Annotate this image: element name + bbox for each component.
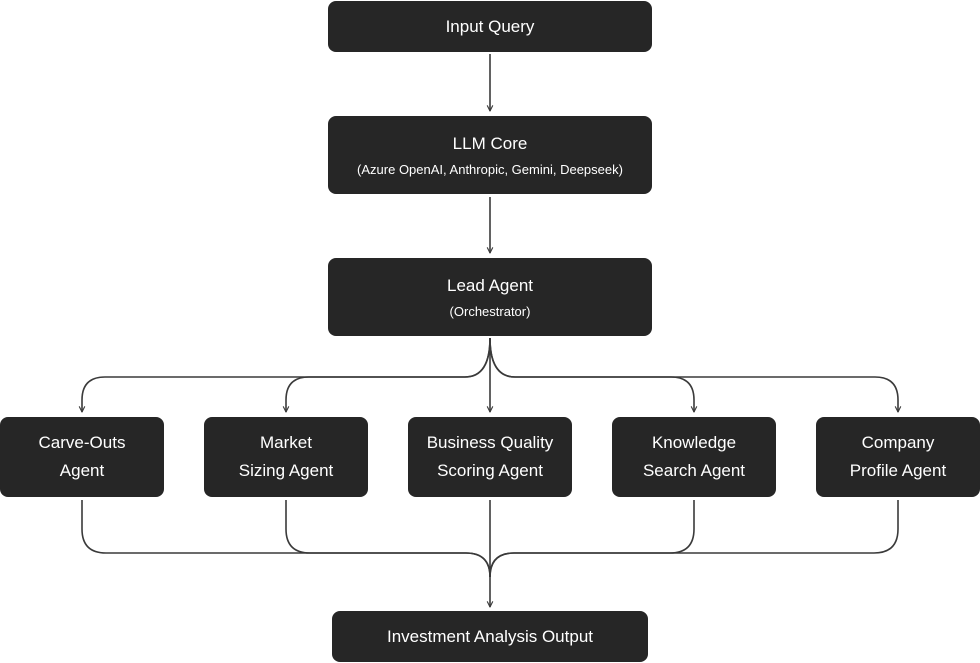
- lead-agent-title: Lead Agent: [446, 275, 534, 295]
- agent-label-line2: Search Agent: [642, 461, 746, 480]
- lead-agent-node: Lead Agent (Orchestrator): [328, 258, 652, 336]
- lead-agent-subtitle: (Orchestrator): [449, 303, 531, 319]
- business-quality-scoring-agent-node: Business Quality Scoring Agent: [408, 417, 572, 497]
- company-profile-agent-node: Company Profile Agent: [816, 417, 980, 497]
- arrow-lead-to-market-sizing: [286, 337, 491, 412]
- llm-core-title: LLM Core: [452, 133, 528, 153]
- agent-label-line2: Profile Agent: [849, 461, 947, 480]
- agent-label-line1: Knowledge: [651, 433, 737, 452]
- line-knowledge-search-to-output: [489, 500, 695, 578]
- line-company-profile-to-output: [489, 500, 899, 578]
- knowledge-search-agent-node: Knowledge Search Agent: [612, 417, 776, 497]
- arrow-lead-to-company-profile: [489, 337, 898, 412]
- input-query-node: Input Query: [328, 1, 652, 52]
- agent-label-line1: Business Quality: [426, 433, 554, 452]
- agent-label-line2: Agent: [59, 461, 105, 480]
- investment-analysis-output-node: Investment Analysis Output: [332, 611, 648, 662]
- line-market-sizing-to-output: [285, 500, 491, 578]
- arrow-lead-to-knowledge-search: [489, 337, 694, 412]
- agent-label-line2: Sizing Agent: [238, 461, 334, 480]
- market-sizing-agent-node: Market Sizing Agent: [204, 417, 368, 497]
- agent-label-line2: Scoring Agent: [437, 461, 543, 480]
- llm-core-subtitle: (Azure OpenAI, Anthropic, Gemini, Deepse…: [357, 161, 623, 177]
- output-label: Investment Analysis Output: [387, 626, 593, 646]
- agent-label-line1: Company: [861, 433, 935, 452]
- agent-label-line1: Carve-Outs: [38, 433, 126, 452]
- llm-core-node: LLM Core (Azure OpenAI, Anthropic, Gemin…: [328, 116, 652, 194]
- agent-label-line1: Market: [260, 433, 312, 452]
- input-query-label: Input Query: [445, 16, 535, 36]
- carve-outs-agent-node: Carve-Outs Agent: [0, 417, 164, 497]
